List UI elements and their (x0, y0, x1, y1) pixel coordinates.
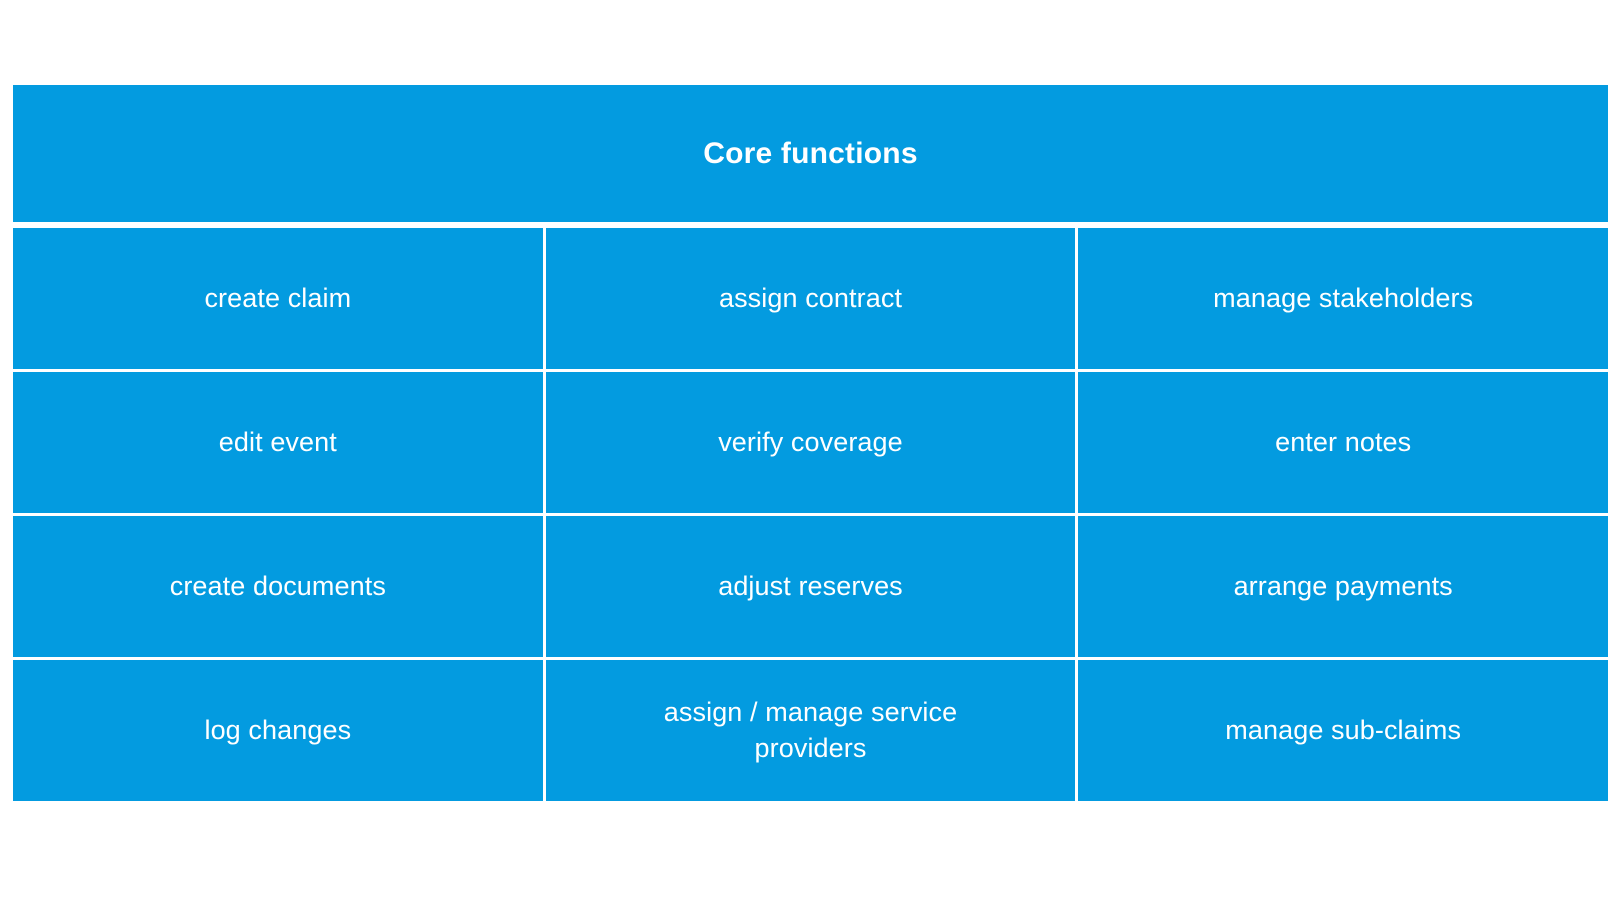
function-cell-label: manage stakeholders (1213, 282, 1474, 313)
function-cell-label: adjust reserves (718, 570, 903, 601)
table-header-title: Core functions (703, 136, 918, 170)
function-cell-create-documents[interactable]: create documents (13, 516, 543, 657)
header-divider (13, 222, 1608, 228)
table-body: create claim assign contract manage stak… (13, 228, 1609, 801)
function-cell-enter-notes[interactable]: enter notes (1075, 372, 1609, 513)
function-cell-label: create claim (204, 282, 352, 313)
function-cell-label: edit event (218, 426, 337, 457)
function-cell-create-claim[interactable]: create claim (13, 228, 543, 369)
function-cell-label: verify coverage (718, 426, 903, 457)
function-cell-manage-sub-claims[interactable]: manage sub-claims (1075, 660, 1609, 801)
function-cell-verify-coverage[interactable]: verify coverage (542, 372, 1076, 513)
table-row: create documents adjust reserves arrange… (13, 513, 1609, 657)
function-cell-log-changes[interactable]: log changes (13, 660, 543, 801)
function-cell-manage-stakeholders[interactable]: manage stakeholders (1075, 228, 1609, 369)
function-cell-label: assign contract (718, 282, 903, 313)
function-cell-label: log changes (204, 714, 352, 745)
function-cell-edit-event[interactable]: edit event (13, 372, 543, 513)
table-row: edit event verify coverage enter notes (13, 369, 1609, 513)
function-cell-adjust-reserves[interactable]: adjust reserves (542, 516, 1076, 657)
function-cell-label: create documents (169, 570, 386, 601)
function-cell-assign-manage-service-providers[interactable]: assign / manage service providers (542, 660, 1076, 801)
function-cell-assign-contract[interactable]: assign contract (542, 228, 1076, 369)
function-cell-label: enter notes (1275, 426, 1412, 457)
function-cell-arrange-payments[interactable]: arrange payments (1075, 516, 1609, 657)
table-row: create claim assign contract manage stak… (13, 228, 1609, 369)
function-cell-label: manage sub-claims (1225, 714, 1462, 745)
core-functions-table: Core functions create claim assign contr… (13, 85, 1609, 801)
function-cell-label: arrange payments (1233, 570, 1453, 601)
table-header: Core functions (13, 85, 1608, 222)
function-cell-label: assign / manage service providers (663, 696, 958, 763)
table-row: log changes assign / manage service prov… (13, 657, 1609, 801)
